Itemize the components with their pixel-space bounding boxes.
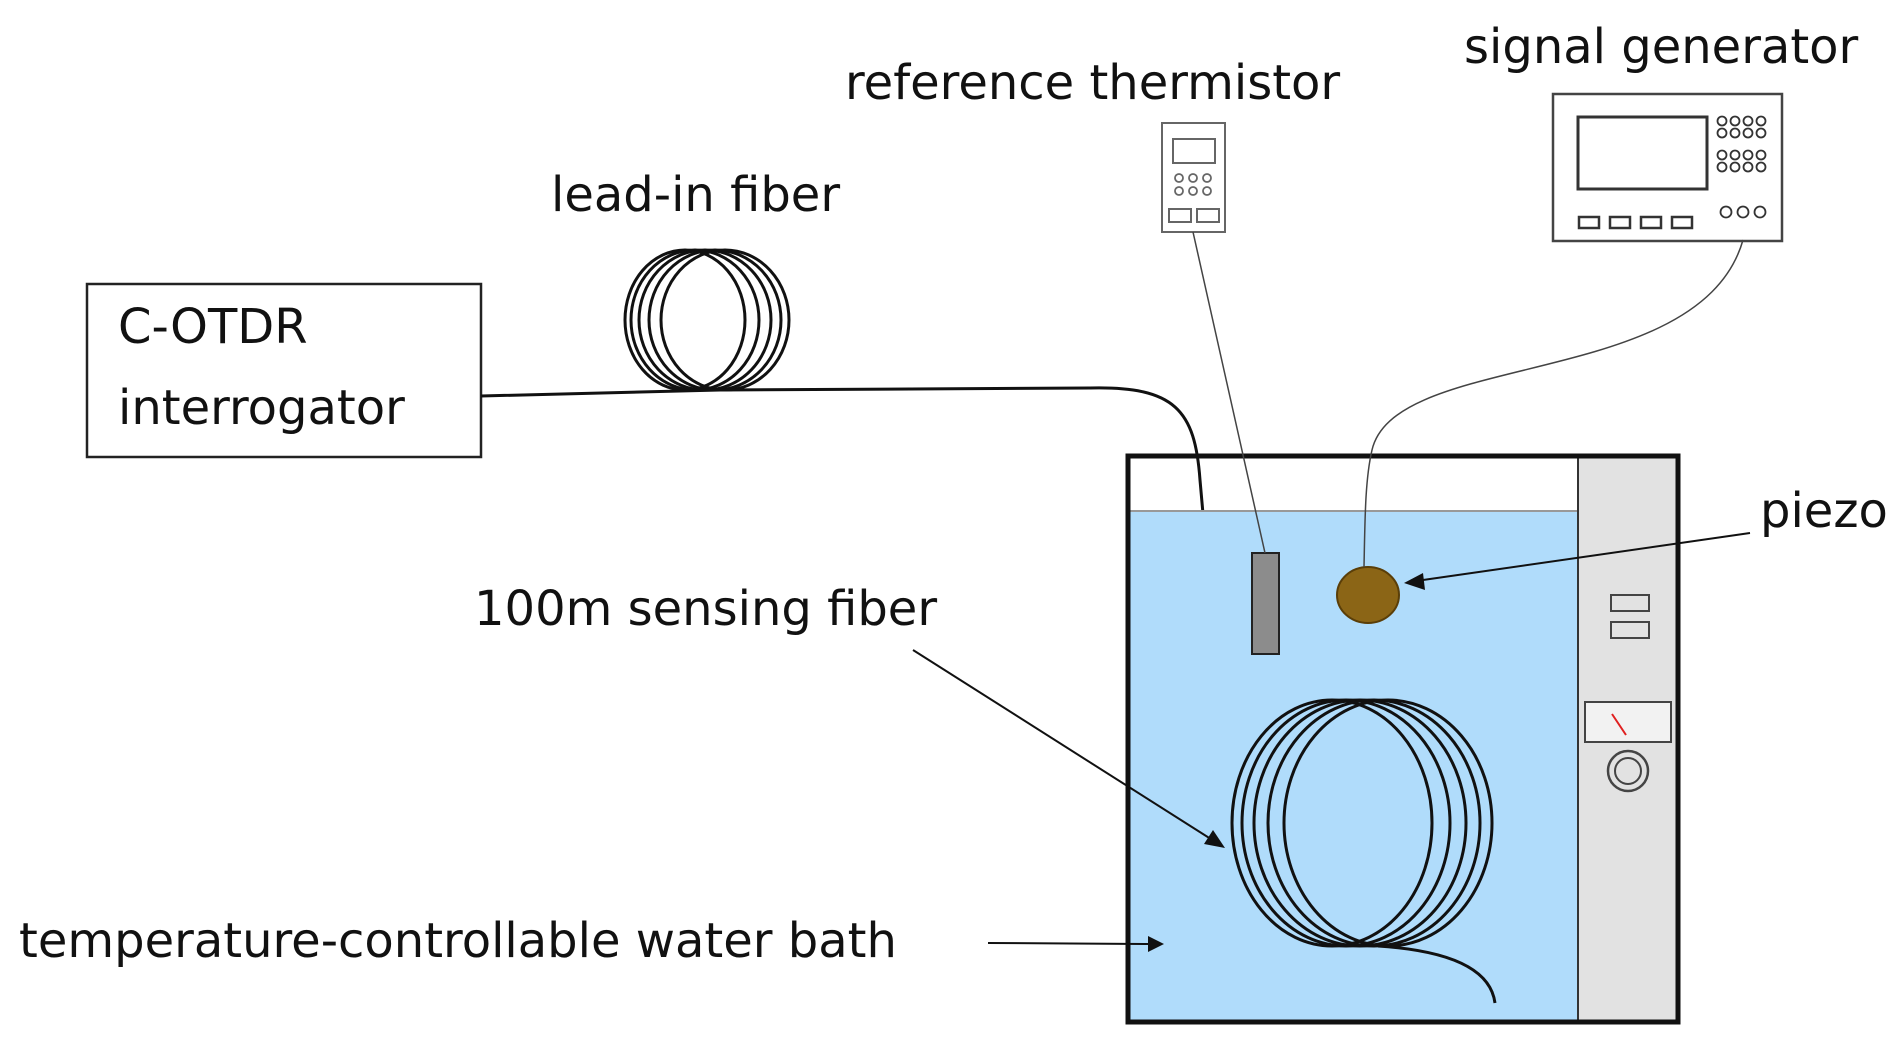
piezo-label: piezo: [1760, 483, 1888, 539]
signal-generator-label: signal generator: [1464, 19, 1859, 75]
sensing-fiber-arrow: [912, 649, 1215, 842]
water-bath-label: temperature-controllable water bath: [19, 913, 897, 969]
gauge-needle: [1611, 713, 1627, 736]
signal-generator-device: [1551, 92, 1784, 243]
reference-thermistor-label: reference thermistor: [845, 55, 1340, 111]
lead-in-fiber-coil: [623, 248, 791, 392]
water-bath-arrow: [987, 942, 1153, 945]
panel-button-icon: [1610, 594, 1650, 612]
knob-icon: [1606, 749, 1650, 793]
signal-generator-cable: [1363, 239, 1744, 568]
gauge-icon: [1584, 701, 1672, 743]
interrogator-box: C-OTDR interrogator: [85, 282, 483, 459]
interrogator-label-line1: C-OTDR: [118, 299, 308, 355]
panel-button-icon: [1610, 621, 1650, 639]
lead-in-fiber-label: lead-in fiber: [551, 167, 840, 223]
reference-thermistor-device: [1161, 122, 1226, 233]
water-bath: [1125, 453, 1681, 1025]
thermistor-cable: [1192, 231, 1266, 554]
sensing-fiber-label: 100m sensing fiber: [474, 581, 937, 637]
piezo-disc: [1336, 566, 1400, 624]
thermistor-probe: [1251, 552, 1280, 655]
piezo-arrow: [1415, 532, 1751, 582]
sensing-fiber-tail: [1377, 944, 1497, 1004]
interrogator-label-line2: interrogator: [118, 380, 405, 436]
fiber-line: [480, 386, 1234, 841]
